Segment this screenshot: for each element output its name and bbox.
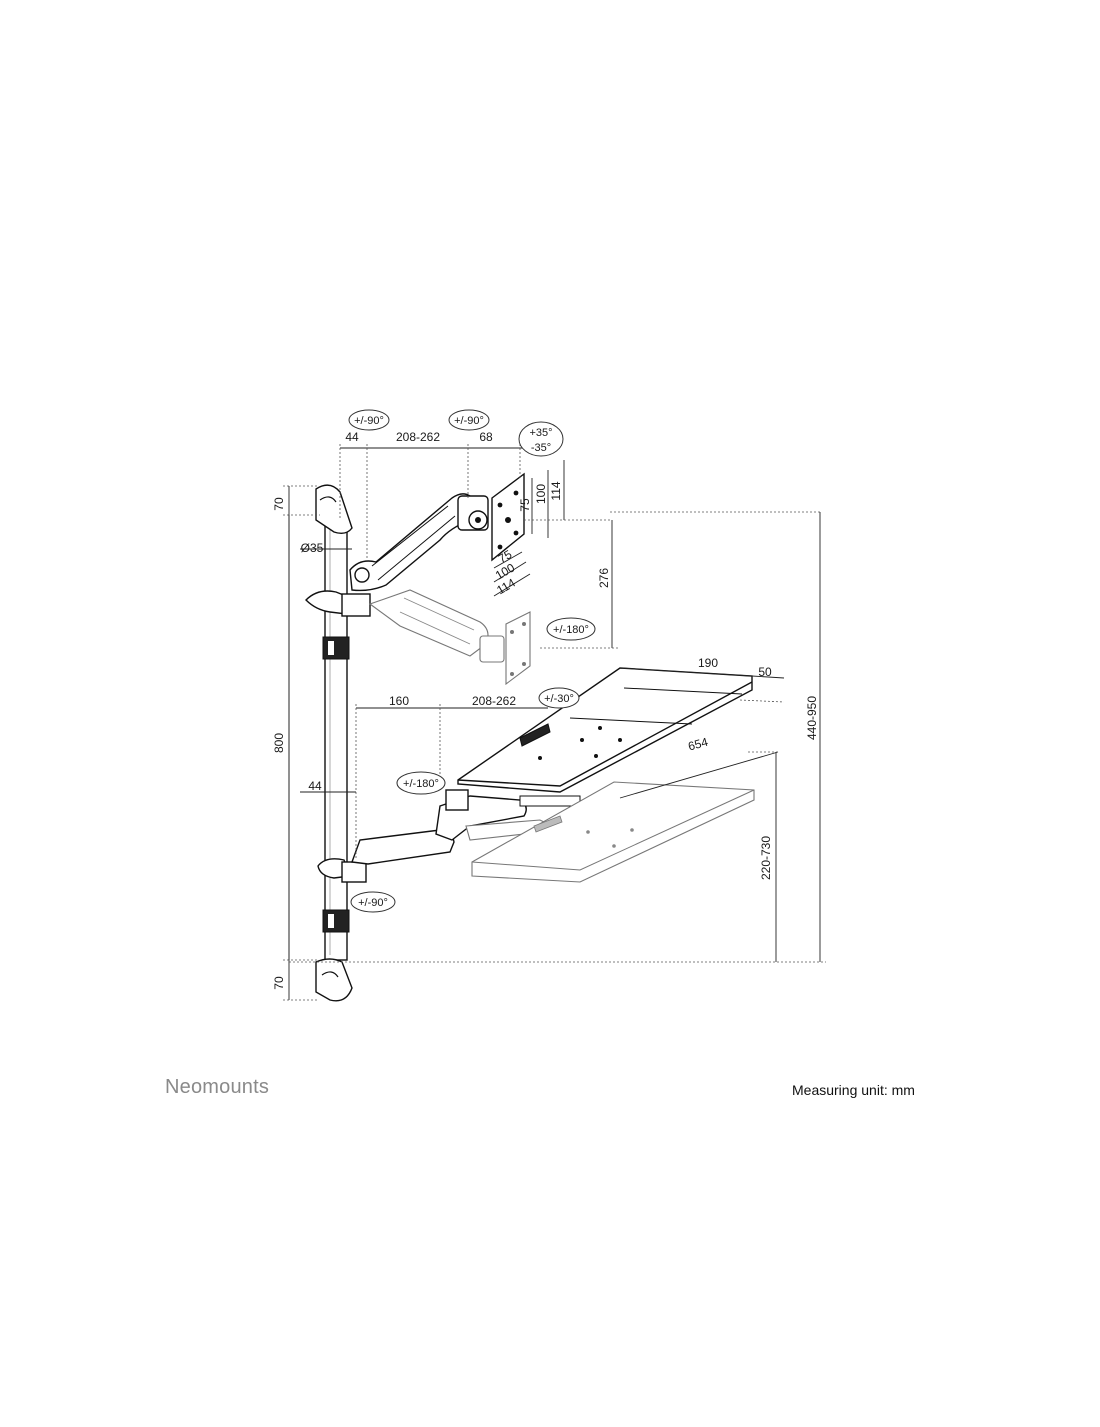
monitor-arm <box>305 472 525 617</box>
dim-vesa-114-v: 114 <box>549 481 563 500</box>
dim-vesa-100-v: 100 <box>534 484 548 504</box>
tilt-plus-label: +35° <box>529 427 552 439</box>
dim-160: 160 <box>389 694 409 708</box>
dim-208-262-top: 208-262 <box>396 430 440 444</box>
upper-arm-clamp <box>305 590 347 615</box>
pole-collar-upper <box>322 636 350 660</box>
rot-top-mid-label: +/-90° <box>454 415 484 427</box>
bottom-wall-bracket <box>315 958 353 1002</box>
dim-diameter-35: Ø35 <box>301 541 324 555</box>
dim-70-top: 70 <box>272 497 286 511</box>
rot-lower-label: +/-90° <box>358 897 388 909</box>
dim-208-262-mid: 208-262 <box>472 694 516 708</box>
rotation-oval-top-left <box>348 409 390 431</box>
rotation-oval-top-mid <box>448 409 490 431</box>
tilt-oval <box>518 421 564 457</box>
rot-top-left-label: +/-90° <box>354 415 384 427</box>
dim-800: 800 <box>272 733 286 753</box>
dimension-labels: 44 208-262 68 70 Ø35 800 70 75 100 114 7… <box>272 430 819 990</box>
dim-68: 68 <box>479 430 493 444</box>
tray-hinge <box>519 723 551 747</box>
keyboard-tray <box>457 667 753 807</box>
rotation-oval-monitor <box>546 617 596 641</box>
tilt-minus-label: -35° <box>531 442 551 454</box>
rot-monitor-label: +/-180° <box>553 624 589 636</box>
rotation-labels: +/-90° +/-90° +35° -35° +/-180° +/-30° +… <box>354 415 589 909</box>
keyboard-arm <box>317 789 562 883</box>
dim-440-950: 440-950 <box>805 696 819 740</box>
measuring-unit: Measuring unit: mm <box>792 1082 915 1098</box>
vesa-plate-lowered <box>505 611 531 686</box>
dim-70-bottom: 70 <box>272 976 286 990</box>
rotation-markers <box>348 409 596 913</box>
pole-body <box>324 514 348 961</box>
dim-190: 190 <box>698 656 718 670</box>
rot-tray-tilt-label: +/-30° <box>544 693 574 705</box>
pole-collar-lower <box>322 909 350 933</box>
monitor-arm-lowered <box>368 589 531 686</box>
brand-logo: Neomounts <box>165 1076 270 1098</box>
keyboard-tray-lowered-outline <box>471 781 755 883</box>
pole <box>315 484 353 1002</box>
rotation-oval-lower <box>350 891 396 913</box>
keyboard-tray-raised <box>457 667 753 793</box>
rotation-oval-tray-tilt <box>538 687 580 709</box>
dim-44-mid: 44 <box>308 779 322 793</box>
rot-tray-label: +/-180° <box>403 778 439 790</box>
dim-220-730: 220-730 <box>759 836 773 880</box>
dim-276: 276 <box>597 568 611 588</box>
dim-654: 654 <box>686 735 709 754</box>
keyboard-tray-lowered <box>471 781 755 883</box>
upper-gas-arm-lowered <box>368 589 489 657</box>
dim-vesa-75-v: 75 <box>518 498 532 512</box>
dim-50: 50 <box>758 665 772 679</box>
dim-vesa-75-h: 75 <box>496 547 515 566</box>
dimension-lines <box>283 444 826 1001</box>
top-wall-bracket <box>315 484 353 535</box>
dim-44-top: 44 <box>345 430 359 444</box>
rotation-oval-tray <box>396 771 446 795</box>
